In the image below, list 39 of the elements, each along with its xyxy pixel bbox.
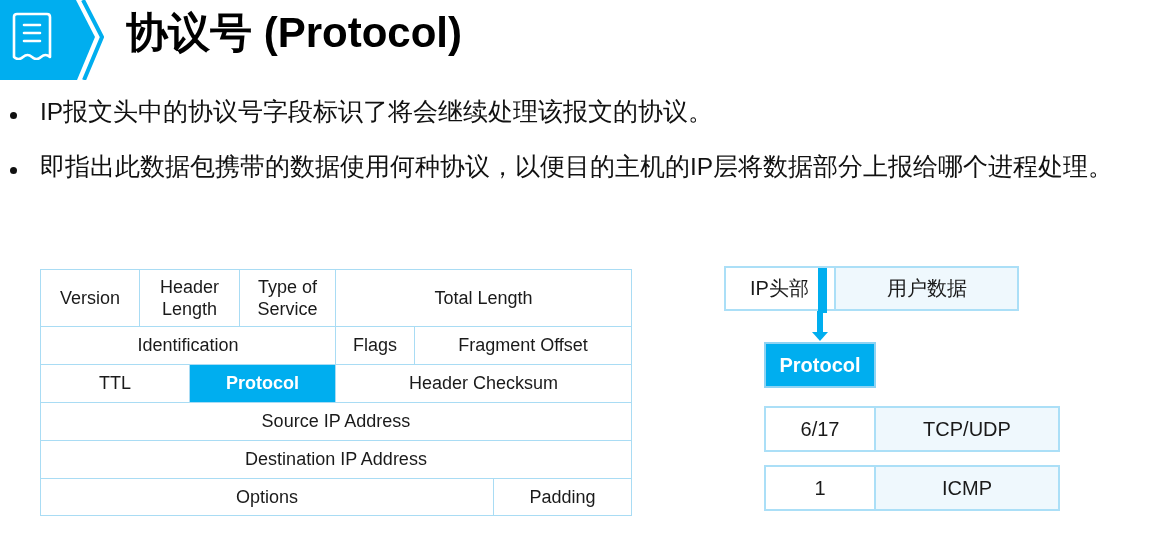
field-name: Version [58, 286, 121, 310]
header-field-cell [40, 269, 140, 327]
packet-part-box [764, 465, 876, 511]
bullet-text: 即指出此数据包携带的数据使用何种协议，以便目的主机的IP层将数据部分上报给哪个进程处理。 [40, 152, 1114, 182]
field-name: Flags [352, 334, 398, 357]
header-field-cell [40, 440, 632, 479]
protocol-field-box [764, 342, 876, 388]
arrow [812, 311, 828, 341]
highlighted-field-cell [189, 364, 336, 403]
packet-part-box [724, 266, 836, 311]
page-title: 协议号 (Protocol) [126, 8, 462, 58]
header-field-cell [40, 402, 632, 441]
field-name: Destination IP Address [244, 448, 428, 471]
field-name: Total Length [433, 286, 534, 310]
field-name: Header Checksum [407, 372, 560, 395]
bullet-text: IP报文头中的协议号字段标识了将会继续处理该报文的协议。 [40, 97, 714, 127]
box-label: IP头部 [749, 276, 810, 301]
packet-part-box [764, 406, 876, 452]
field-name: TTL [98, 372, 132, 395]
header-field-cell [335, 269, 632, 327]
packet-part-box [874, 406, 1060, 452]
packet-part-box [834, 266, 1019, 311]
box-label: Protocol [778, 352, 862, 378]
box-label: 用户数据 [885, 276, 968, 301]
field-name: Identification [136, 334, 240, 357]
header-field-cell [40, 478, 494, 516]
header-field-cell [493, 478, 632, 516]
packet-part-box [874, 465, 1060, 511]
field-name: Fragment Offset [457, 334, 589, 357]
field-name: Header Length [158, 275, 220, 321]
box-label: TCP/UDP [922, 416, 1012, 442]
field-name: Protocol [225, 372, 300, 395]
field-name: Options [234, 485, 299, 509]
box-label: ICMP [941, 475, 993, 501]
field-name: Type of Service [256, 275, 319, 321]
field-name: Padding [528, 485, 597, 509]
field-name: Source IP Address [260, 410, 412, 433]
box-label: 6/17 [799, 416, 841, 442]
box-label: 1 [813, 475, 827, 501]
